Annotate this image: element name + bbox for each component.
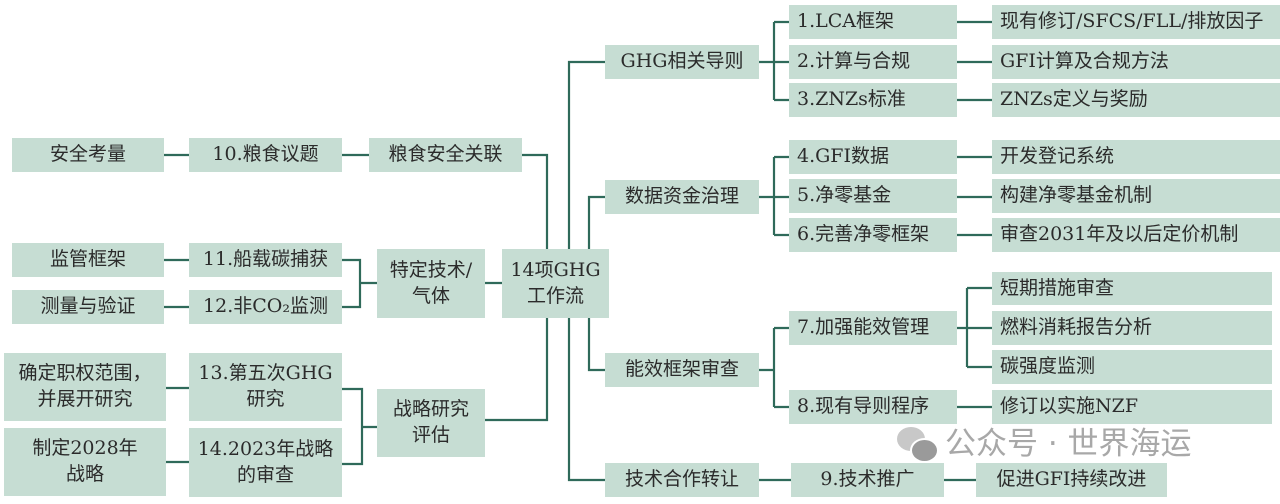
- category-label: 特定技术/: [389, 258, 473, 281]
- category-strategy-research: 战略研究评估: [377, 389, 485, 457]
- category-efficiency: 能效框架审查: [605, 353, 759, 387]
- outcome-label: 确定职权范围，: [18, 362, 152, 385]
- category-label: GHG相关导则: [620, 50, 744, 73]
- watermark: 公众号 · 世界海运: [897, 426, 1192, 463]
- workstream-label: 3.ZNZs标准: [797, 88, 906, 111]
- outcome-gfi-calc: GFI计算及合规方法: [992, 45, 1280, 79]
- watermark-text: 公众号 · 世界海运: [945, 426, 1192, 462]
- workstream-4: 4.GFI数据: [789, 140, 957, 174]
- workstream-14: 14.2023年战略的审查: [189, 428, 342, 497]
- category-label: 战略研究: [392, 398, 469, 421]
- workstream-label: 10.粮食议题: [212, 143, 319, 166]
- outcome-measurement: 测量与验证: [12, 290, 164, 324]
- workstream-label: 2.计算与合规: [797, 50, 911, 73]
- workstream-label: 4.GFI数据: [797, 145, 889, 168]
- outcome-fund: 构建净零基金机制: [992, 179, 1280, 213]
- center-node: 14项GHG 工作流: [502, 249, 609, 318]
- outcome-short-term: 短期措施审查: [992, 272, 1272, 305]
- outcome-label: 战略: [65, 463, 104, 485]
- outcome-pricing: 审查2031年及以后定价机制: [992, 218, 1280, 252]
- outcome-label: 审查2031年及以后定价机制: [1000, 223, 1239, 246]
- center-label: 14项GHG: [510, 258, 601, 281]
- workstream-label: 研究: [246, 388, 285, 410]
- category-specific-tech-gas: 特定技术/气体: [377, 249, 485, 318]
- workstream-label: 9.技术推广: [820, 468, 915, 491]
- category-tech-transfer: 技术合作转让: [605, 463, 759, 497]
- category-ghg-guidelines: GHG相关导则: [605, 45, 759, 79]
- workstream-12: 12.非CO₂监测: [189, 290, 342, 324]
- outcome-label: ZNZs定义与奖励: [1000, 88, 1148, 111]
- outcome-label: 并展开研究: [37, 388, 133, 410]
- outcome-registry: 开发登记系统: [992, 140, 1280, 174]
- workstream-13: 13.第五次GHG 研究: [189, 353, 342, 421]
- workstream-3: 3.ZNZs标准: [789, 83, 957, 117]
- workstream-5: 5.净零基金: [789, 179, 957, 213]
- outcome-2028-strategy: 制定2028年战略: [4, 428, 166, 496]
- outcome-label: 短期措施审查: [1000, 276, 1115, 299]
- workstream-label: 11.船载碳捕获: [202, 248, 329, 271]
- outcome-gfi-improve: 促进GFI持续改进: [976, 463, 1167, 497]
- outcome-lca: 现有修订/SFCS/FLL/排放因子: [992, 5, 1280, 39]
- workstream-9: 9.技术推广: [791, 463, 944, 497]
- outcome-label: 燃料消耗报告分析: [1000, 316, 1153, 339]
- workstream-10: 10.粮食议题: [189, 138, 342, 172]
- category-label: 数据资金治理: [624, 185, 739, 208]
- workstream-label: 12.非CO₂监测: [203, 295, 328, 318]
- workstream-label: 1.LCA框架: [797, 10, 895, 33]
- outcome-label: 修订以实施NZF: [1000, 395, 1139, 418]
- outcome-label: 开发登记系统: [1000, 145, 1115, 168]
- workstream-2: 2.计算与合规: [789, 45, 957, 79]
- outcome-label: 促进GFI持续改进: [996, 468, 1147, 491]
- workstream-7: 7.加强能效管理: [789, 311, 957, 345]
- workstream-label: 6.完善净零框架: [797, 223, 930, 246]
- outcome-label: 监管框架: [49, 248, 126, 271]
- category-label: 能效框架审查: [624, 358, 739, 381]
- category-food-security: 粮食安全关联: [369, 138, 522, 172]
- center-label: 工作流: [526, 284, 584, 307]
- outcome-fuel-report: 燃料消耗报告分析: [992, 311, 1272, 345]
- outcome-label: GFI计算及合规方法: [1000, 50, 1169, 73]
- outcome-mandate: 确定职权范围， 并展开研究: [4, 353, 166, 421]
- outcome-nzf: 修订以实施NZF: [992, 390, 1272, 424]
- outcome-znzs: ZNZs定义与奖励: [992, 83, 1280, 117]
- workstream-8: 8.现有导则程序: [789, 390, 957, 424]
- workstream-label: 的审查: [236, 463, 294, 486]
- workstream-label: 7.加强能效管理: [797, 316, 930, 339]
- outcome-label: 制定2028年: [32, 437, 138, 460]
- workstream-label: 13.第五次GHG: [198, 362, 333, 385]
- category-label: 粮食安全关联: [388, 143, 503, 166]
- workstream-label: 14.2023年战略: [197, 437, 334, 460]
- outcome-security: 安全考量: [12, 138, 164, 172]
- workstream-label: 5.净零基金: [797, 184, 892, 207]
- category-label: 气体: [411, 284, 450, 307]
- outcome-carbon-intensity: 碳强度监测: [992, 350, 1272, 384]
- outcome-label: 现有修订/SFCS/FLL/排放因子: [1000, 10, 1264, 33]
- outcome-label: 构建净零基金机制: [1000, 184, 1153, 207]
- workstream-11: 11.船载碳捕获: [189, 243, 342, 277]
- outcome-regulatory-framework: 监管框架: [12, 243, 164, 277]
- workstream-label: 8.现有导则程序: [797, 395, 930, 418]
- workstream-1: 1.LCA框架: [789, 5, 957, 39]
- category-data-finance: 数据资金治理: [605, 180, 759, 214]
- outcome-label: 碳强度监测: [1000, 355, 1096, 378]
- outcome-label: 测量与验证: [40, 295, 136, 318]
- category-label: 技术合作转让: [624, 468, 739, 491]
- outcome-label: 安全考量: [49, 143, 126, 166]
- wechat-icon: [897, 427, 939, 463]
- category-label: 评估: [411, 424, 450, 446]
- workstream-6: 6.完善净零框架: [789, 218, 957, 252]
